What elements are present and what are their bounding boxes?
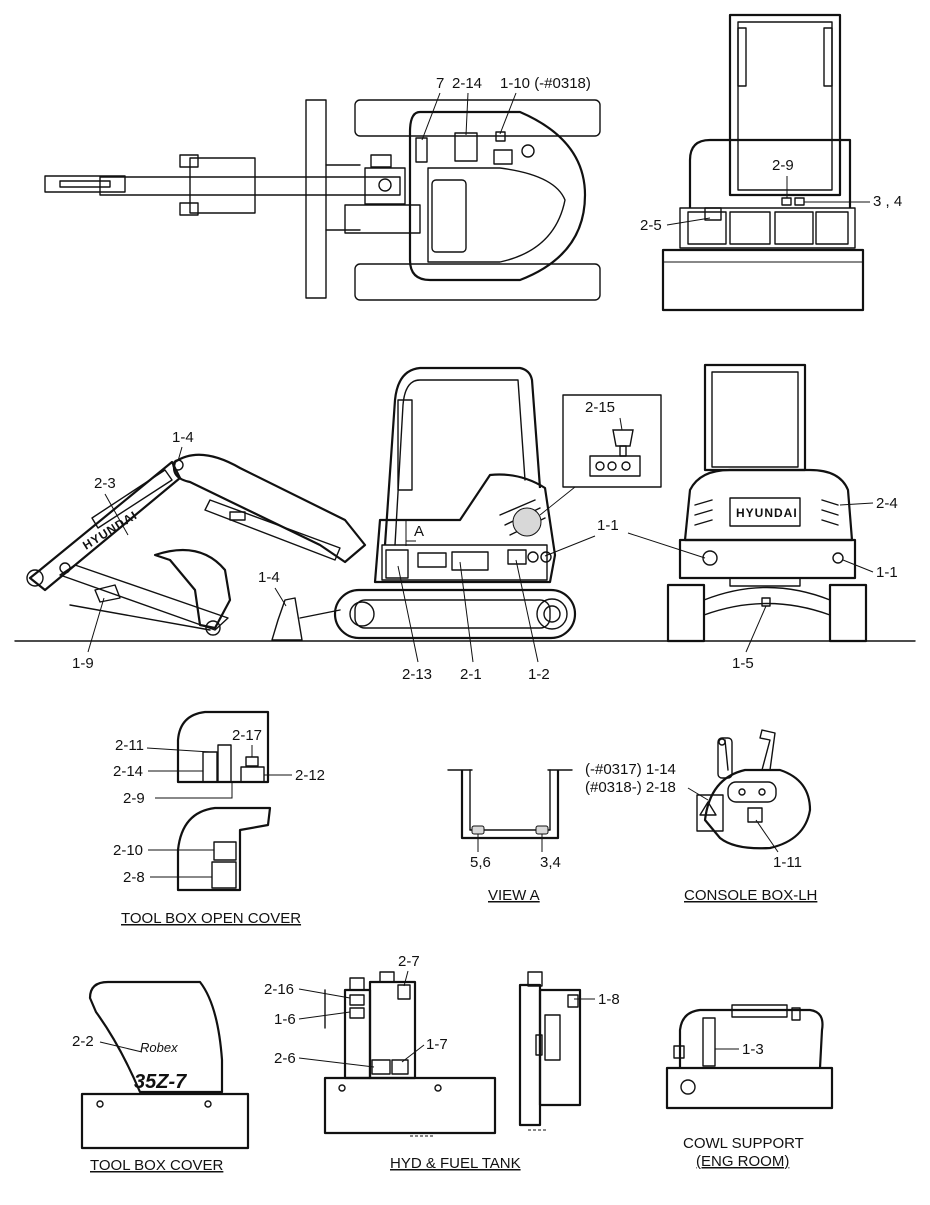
label: 2-8 [123, 869, 145, 886]
label: (#0318-) 2-18 [585, 779, 676, 796]
label: A [414, 523, 424, 540]
label: 1-11 [773, 854, 802, 871]
cowl-support-drawing [665, 1004, 834, 1110]
label: 2-1 [460, 666, 482, 683]
label: 1-10 (-#0318) [500, 75, 591, 92]
label: 3 , 4 [873, 193, 902, 210]
label: 1-4 [258, 569, 280, 586]
model-script-decal: Robex [140, 1040, 178, 1055]
model-number-decal: 35Z-7 [134, 1071, 187, 1093]
label: 1-1 [597, 517, 619, 534]
label: 2-7 [398, 953, 420, 970]
tool-box-cover-drawing: 35Z-7 Robex [80, 980, 250, 1150]
label: 2-10 [113, 842, 143, 859]
counterweight-brand-decal: HYUNDAI [736, 506, 798, 520]
top-view-machine [44, 99, 601, 301]
label: 2-14 [452, 75, 482, 92]
label: 2-13 [402, 666, 432, 683]
label: 2-9 [772, 157, 794, 174]
label: 7 [436, 75, 444, 92]
label: 2-15 [585, 399, 615, 416]
label: 2-5 [640, 217, 662, 234]
label: 5,6 [470, 854, 491, 871]
rear-view-machine [661, 13, 865, 312]
label: 1-5 [732, 655, 754, 672]
label: 2-16 [264, 981, 294, 998]
label: 2-9 [123, 790, 145, 807]
tool-box-open-cover-drawing [176, 710, 272, 892]
detail-2-15 [539, 394, 662, 516]
hyd-fuel-tank-drawing [323, 971, 582, 1137]
caption-hyd-fuel-tank: HYD & FUEL TANK [390, 1155, 521, 1172]
label: 1-2 [528, 666, 550, 683]
console-box-drawing [696, 729, 812, 850]
label: 1-8 [598, 991, 620, 1008]
label: 2-4 [876, 495, 898, 512]
label: 1-3 [742, 1041, 764, 1058]
rear-elevation-machine: HYUNDAI [666, 363, 868, 643]
label: 1-7 [426, 1036, 448, 1053]
label: 2-6 [274, 1050, 296, 1067]
caption-tool-box-cover: TOOL BOX COVER [90, 1157, 224, 1174]
caption-console-box-lh: CONSOLE BOX-LH [684, 887, 817, 904]
label: 1-4 [172, 429, 194, 446]
label: 1-6 [274, 1011, 296, 1028]
label: 2-12 [295, 767, 325, 784]
label: 2-3 [94, 475, 116, 492]
caption-eng-room: (ENG ROOM) [696, 1153, 789, 1170]
label: 2-17 [232, 727, 262, 744]
caption-cowl-support: COWL SUPPORT [683, 1135, 804, 1152]
view-a-drawing [447, 769, 573, 840]
caption-tool-box-open-cover: TOOL BOX OPEN COVER [121, 910, 301, 927]
label: 1-9 [72, 655, 94, 672]
label: (-#0317) 1-14 [585, 761, 676, 778]
label: 2-2 [72, 1033, 94, 1050]
side-view-machine: HYUNDAI [26, 366, 577, 641]
label: 3,4 [540, 854, 561, 871]
label: 2-11 [115, 737, 144, 754]
caption-view-a: VIEW A [488, 887, 540, 904]
label: 2-14 [113, 763, 143, 780]
label: 1-1 [876, 564, 898, 581]
